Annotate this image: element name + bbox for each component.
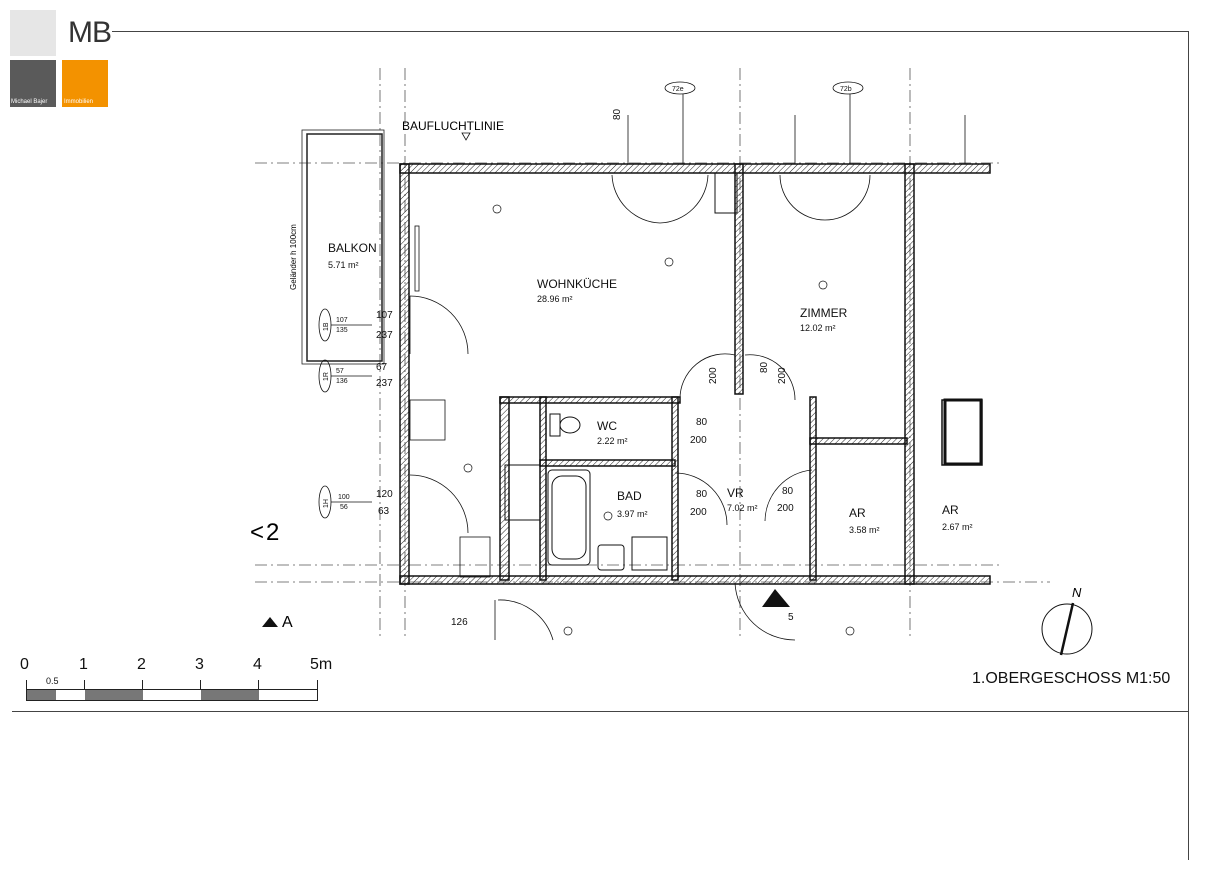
section-marker-label: A — [282, 614, 293, 631]
floor-title: 1.OBERGESCHOSS M1:50 — [972, 670, 1171, 687]
window-tag-3-bottom: 56 — [340, 504, 348, 511]
building-line-label: BAUFLUCHTLINIE — [402, 119, 504, 133]
dim-6: 63 — [378, 506, 390, 517]
railing-label: Geländer h 100cm — [289, 224, 298, 290]
logo-tile-light — [10, 10, 56, 56]
dim-12: 200 — [690, 435, 707, 446]
room-area-bad: 3.97 m² — [617, 509, 648, 519]
outer-walls — [399, 163, 991, 585]
scale-label-4: 4 — [253, 656, 262, 673]
room-area-wohnkueche: 28.96 m² — [537, 294, 573, 304]
logo-caption-left: Michael Bajer — [11, 99, 48, 105]
dimension-labels: 107 237 67 237 120 63 126 200 80 200 80 … — [376, 108, 794, 628]
scale-bar — [26, 689, 318, 701]
frame-right-line — [1188, 31, 1189, 860]
room-name-wc: WC — [597, 419, 617, 433]
room-name-ar-1: AR — [849, 506, 866, 520]
scale-seg-1 — [27, 690, 56, 700]
window-tag-2-top: 57 — [336, 368, 344, 375]
washing-machine — [631, 536, 668, 571]
window-tag-2-code: 1R — [323, 372, 330, 381]
room-area-ar-1: 3.58 m² — [849, 525, 880, 535]
window-code-top-1: 72e — [672, 86, 684, 93]
room-name-wohnkueche: WOHNKÜCHE — [537, 277, 617, 291]
logo-tile-orange — [62, 60, 108, 107]
scale-seg-3 — [201, 690, 259, 700]
bathtub — [547, 469, 591, 566]
section-number-label: 2 — [266, 519, 279, 546]
dim-1: 107 — [376, 310, 393, 321]
scale-seg-2 — [85, 690, 143, 700]
toilet — [559, 416, 581, 434]
room-name-ar-2: AR — [942, 503, 959, 517]
room-name-bad: BAD — [617, 489, 642, 503]
door-swings — [409, 174, 871, 641]
svg-text:<: < — [250, 519, 264, 546]
scale-label-half: 0.5 — [46, 676, 59, 686]
room-name-zimmer: ZIMMER — [800, 306, 848, 320]
dim-15: 80 — [782, 486, 794, 497]
balcony-outline — [306, 133, 383, 362]
window-code-top-2: 72b — [840, 86, 852, 93]
window-tag-1-top: 107 — [336, 317, 348, 324]
axis-lines — [255, 68, 1050, 640]
dim-9: 80 — [759, 361, 770, 373]
room-name-balkon: BALKON — [328, 241, 377, 255]
room-area-wc: 2.22 m² — [597, 436, 628, 446]
dim-7: 126 — [451, 617, 468, 628]
scale-label-5m: 5m — [310, 656, 333, 673]
room-area-zimmer: 12.02 m² — [800, 323, 836, 333]
logo-caption-right: Immobilien — [64, 99, 94, 105]
window-tag-3-code: 1H — [323, 499, 330, 508]
entrance-arrow — [762, 589, 790, 607]
dim-11: 80 — [696, 417, 708, 428]
entrance-number: 5 — [788, 612, 794, 623]
dim-8: 200 — [708, 367, 719, 384]
room-area-balkon: 5.71 m² — [328, 260, 359, 270]
washbasin — [597, 544, 625, 571]
dim-10: 200 — [777, 367, 788, 384]
frame-top-line — [112, 31, 1189, 32]
dim-5: 120 — [376, 489, 393, 500]
room-name-vr: VR — [727, 486, 744, 500]
north-label: N — [1072, 585, 1082, 600]
section-arrow — [262, 617, 278, 627]
room-area-ar-2: 2.67 m² — [942, 522, 973, 532]
kitchen-counter — [504, 464, 541, 521]
dim-2: 237 — [376, 330, 393, 341]
scale-label-2: 2 — [137, 656, 146, 673]
window-tags — [318, 308, 372, 519]
window-tag-3-top: 100 — [338, 494, 350, 501]
window-tag-2-bottom: 136 — [336, 378, 348, 385]
logo-tile-gray — [10, 60, 56, 107]
scale-label-3: 3 — [195, 656, 204, 673]
scale-label-1: 1 — [79, 656, 88, 673]
window-tag-1-code: 1B — [323, 322, 330, 331]
frame-bottom-line — [12, 711, 1189, 712]
room-labels: BALKON 5.71 m² WOHNKÜCHE 28.96 m² ZIMMER… — [328, 241, 973, 535]
dim-3: 67 — [376, 362, 388, 373]
window-tag-1-bottom: 135 — [336, 327, 348, 334]
dim-17: 80 — [612, 108, 623, 120]
brand-logo: MB Michael Bajer Immobilien — [10, 10, 112, 110]
north-compass — [1041, 603, 1093, 655]
logo-text: MB — [68, 16, 112, 49]
dim-13: 80 — [696, 489, 708, 500]
room-area-vr: 7.02 m² — [727, 503, 758, 513]
dim-16: 200 — [777, 503, 794, 514]
dim-4: 237 — [376, 378, 393, 389]
dim-14: 200 — [690, 507, 707, 518]
scale-label-0: 0 — [20, 656, 29, 673]
